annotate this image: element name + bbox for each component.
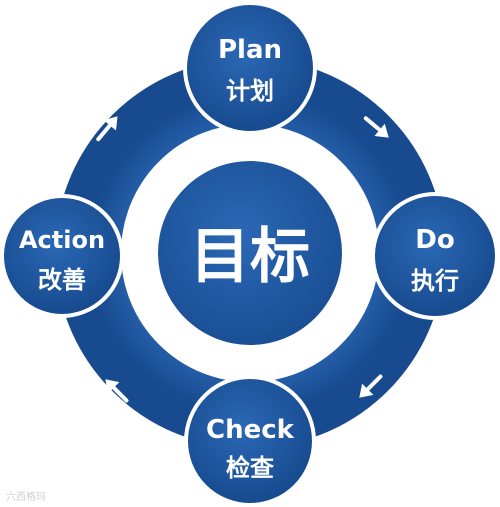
do-node: Do 执行	[371, 192, 499, 320]
arrow-check-to-action-icon	[105, 379, 129, 403]
action-label-zh: 改善	[38, 266, 86, 294]
check-label-zh: 检查	[226, 454, 274, 482]
plan-label-zh: 计划	[226, 77, 274, 105]
center-label: 目标	[190, 222, 310, 292]
center-circle	[158, 161, 342, 345]
plan-label-en: Plan	[218, 35, 282, 65]
arrow-do-to-check-icon	[359, 374, 383, 398]
watermark-text: 六西格玛	[6, 492, 46, 503]
action-label-en: Action	[19, 226, 105, 254]
do-label-zh: 执行	[411, 267, 459, 295]
check-label-en: Check	[206, 415, 295, 445]
do-label-en: Do	[415, 225, 454, 255]
action-node: Action 改善	[0, 194, 124, 318]
arrow-action-to-plan-icon	[96, 116, 118, 142]
plan-node: Plan 计划	[183, 1, 317, 135]
check-node: Check 检查	[184, 375, 316, 507]
arrow-plan-to-do-icon	[363, 116, 389, 138]
